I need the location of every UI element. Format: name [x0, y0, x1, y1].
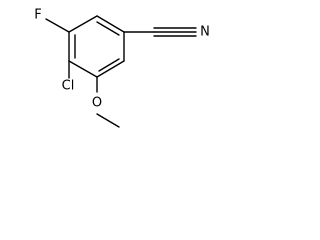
atom-label-oxygen: O	[92, 96, 102, 111]
bond-ring-c1-c2	[68, 15, 98, 33]
structure-diagram: F Cl O N	[0, 0, 215, 146]
bond-ring-inner-c4-c5	[98, 58, 120, 72]
molecule-svg: F Cl O N	[34, 8, 210, 128]
atom-label-nitrogen: N	[200, 25, 210, 40]
bond-ring-inner-c1-c6	[96, 21, 120, 36]
bond-ring-c3-c4	[68, 60, 98, 78]
atom-label-chlorine: Cl	[62, 79, 75, 94]
bond-ring-c6-c1	[96, 15, 125, 33]
bond-oxygen-methyl	[96, 113, 120, 128]
atom-label-fluorine: F	[34, 8, 41, 23]
bond-ring-c4-c5	[96, 60, 125, 78]
bond-c2-fluorine	[45, 18, 70, 33]
